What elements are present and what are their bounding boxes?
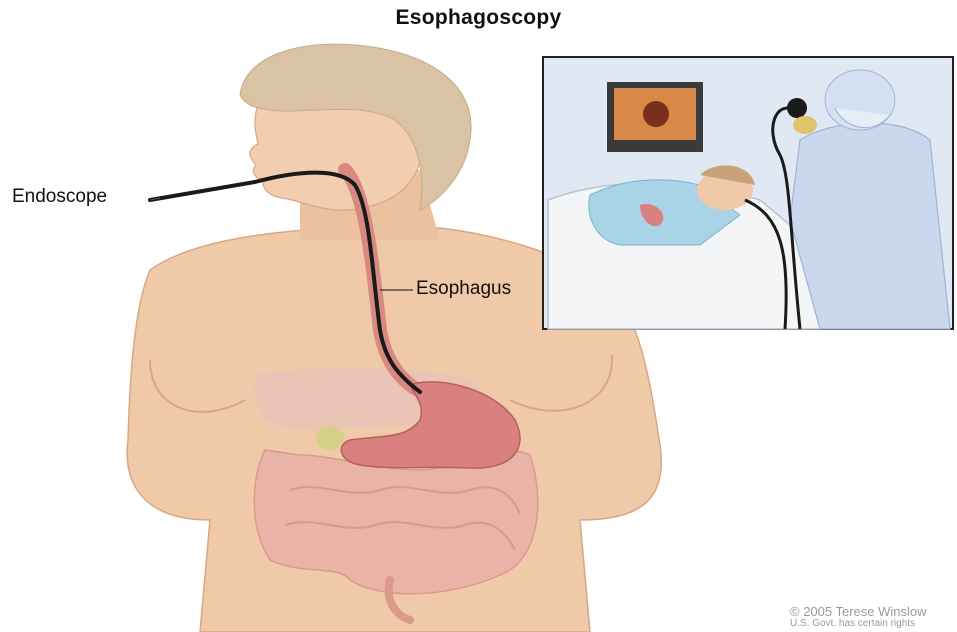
credit-line-1: © 2005 Terese Winslow [790, 604, 927, 619]
copyright-credit: © 2005 Terese Winslow U.S. Govt. has cer… [790, 606, 927, 630]
monitor-image-lumen [643, 101, 669, 127]
credit-line-2: U.S. Govt. has certain rights [790, 618, 927, 630]
doctor-gown [790, 123, 950, 329]
gallbladder [316, 426, 344, 450]
scope-handle [787, 98, 807, 118]
esophagus-label: Esophagus [416, 278, 511, 300]
endoscope-label: Endoscope [12, 186, 107, 208]
procedure-inset [543, 57, 953, 329]
doctor-glove [793, 116, 817, 134]
